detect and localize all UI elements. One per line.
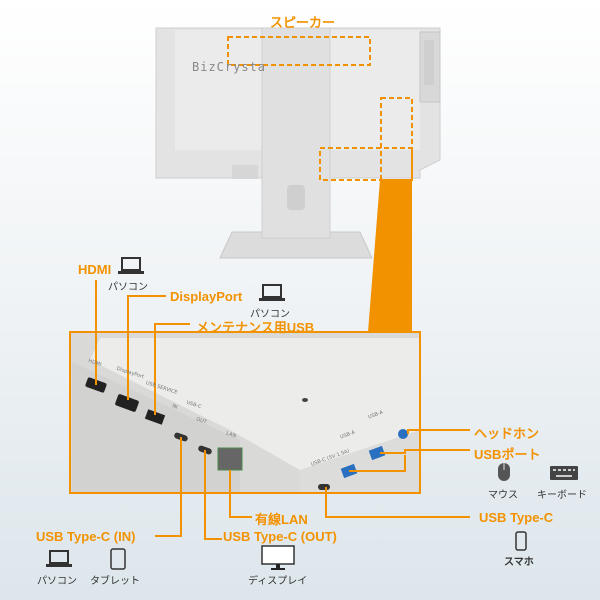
laptop-icon	[118, 257, 144, 274]
smartphone-icon	[515, 531, 527, 551]
device-label-dp-pc: パソコン	[250, 309, 290, 320]
callout-usb-type-c-in: USB Type-C (IN)	[36, 529, 136, 544]
callout-displayport: DisplayPort	[170, 289, 243, 304]
callout-usb-type-c: USB Type-C	[479, 510, 554, 525]
callout-speaker: スピーカー	[270, 15, 336, 30]
display-icon	[261, 545, 295, 570]
callout-usb-type-c-out: USB Type-C (OUT)	[223, 529, 337, 544]
callout-usb-port: USBポート	[474, 447, 541, 462]
monitor-brand-logo: BizCrysta	[192, 60, 267, 74]
callout-headphone: ヘッドホン	[474, 426, 540, 441]
device-label-in-pc: パソコン	[37, 576, 77, 587]
laptop-icon	[259, 284, 285, 301]
device-label-smartphone: スマホ	[504, 557, 534, 568]
keyboard-icon	[550, 466, 578, 480]
callout-wired-lan: 有線LAN	[255, 512, 308, 527]
device-label-hdmi-pc: パソコン	[108, 282, 148, 293]
device-label-keyboard: キーボード	[537, 490, 587, 501]
tablet-icon	[110, 548, 126, 570]
device-label-mouse: マウス	[488, 490, 518, 501]
callout-maintenance-usb: メンテナンス用USB	[196, 320, 315, 335]
mouse-icon	[498, 463, 510, 481]
device-label-out-display: ディスプレイ	[248, 576, 308, 587]
device-label-in-tablet: タブレット	[90, 576, 140, 587]
callout-hdmi: HDMI	[78, 262, 112, 277]
laptop-icon	[46, 550, 72, 567]
